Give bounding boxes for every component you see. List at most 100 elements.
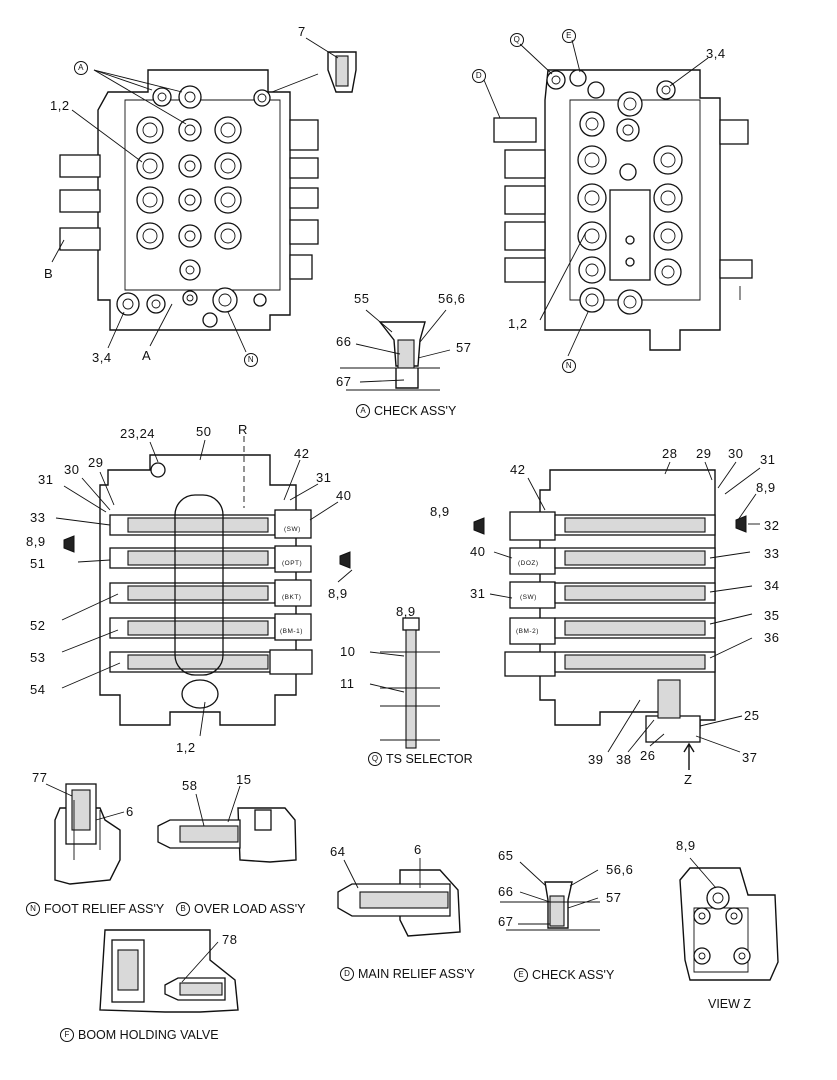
callout-51: 51	[30, 556, 46, 571]
caption-marker: Q	[368, 752, 382, 766]
callout-42: 42	[294, 446, 310, 461]
callout-36: 36	[764, 630, 780, 645]
check-assembly-a-detail	[340, 309, 451, 391]
callout-53: 53	[30, 650, 46, 665]
spool-tag-opt: (OPT)	[282, 560, 303, 567]
callout-ts-8-9: 8,9	[396, 604, 416, 619]
callout-6: 6	[126, 804, 134, 819]
callout-31: 31	[316, 470, 332, 485]
callout-view-z-8-9: 8,9	[676, 838, 696, 853]
callout-top-right-circle-q: Q	[510, 30, 524, 47]
callout-52: 52	[30, 618, 46, 633]
callout-64: 64	[330, 844, 346, 859]
callout-38: 38	[616, 752, 632, 767]
caption-text: OVER LOAD ASS'Y	[194, 902, 306, 916]
caption-marker: D	[340, 967, 354, 981]
callout-letter-marker: E	[562, 29, 576, 43]
callout-letter-marker: N	[244, 353, 258, 367]
caption-marker: N	[26, 902, 40, 916]
ts-selector-detail	[369, 617, 440, 749]
callout-top-right-1-2: 1,2	[508, 316, 528, 331]
caption-text: VIEW Z	[708, 997, 752, 1011]
callout-66: 66	[336, 334, 352, 349]
callout-39: 39	[588, 752, 604, 767]
callout-10: 10	[340, 644, 356, 659]
valve-rear-view-right	[483, 39, 753, 357]
callout-29: 29	[696, 446, 712, 461]
callout-78: 78	[222, 932, 238, 947]
callout-67: 67	[336, 374, 352, 389]
callout-25: 25	[744, 708, 760, 723]
callout-56-6: 56,6	[438, 291, 466, 306]
callout-15: 15	[236, 772, 252, 787]
callout-30: 30	[728, 446, 744, 461]
callout-55: 55	[354, 291, 370, 306]
callout-top-right-circle-e: E	[562, 26, 576, 43]
callout-65: 65	[498, 848, 514, 863]
callout-8-9: 8,9	[328, 586, 348, 601]
callout-26: 26	[640, 748, 656, 763]
callout-8-9: 8,9	[26, 534, 46, 549]
caption-marker: A	[356, 404, 370, 418]
caption-text: FOOT RELIEF ASS'Y	[44, 902, 165, 916]
spool-tag-sw: (SW)	[520, 594, 537, 601]
callout-58: 58	[182, 778, 198, 793]
callout-31: 31	[470, 586, 486, 601]
callout-40: 40	[470, 544, 486, 559]
caption-view-z: VIEW Z	[708, 997, 751, 1011]
callout-letter-marker: D	[472, 69, 486, 83]
spool-tag-sw: (SW)	[284, 526, 301, 533]
caption-check-assy-e: E CHECK ASS'Y	[514, 968, 614, 982]
callout-33: 33	[764, 546, 780, 561]
foot-relief-detail	[45, 783, 125, 885]
callout-8-9: 8,9	[756, 480, 776, 495]
spool-tag-bm1: (BM-1)	[280, 628, 303, 635]
callout-50: 50	[196, 424, 212, 439]
callout-b: B	[44, 266, 54, 281]
callout-77: 77	[32, 770, 48, 785]
caption-marker: E	[514, 968, 528, 982]
caption-text: CHECK ASS'Y	[532, 968, 615, 982]
callout-letter-marker: N	[562, 359, 576, 373]
callout-top-left-circle-a: A	[74, 58, 88, 75]
spool-tag-bm2: (BM-2)	[516, 628, 539, 635]
check-assembly-e-detail	[500, 861, 600, 931]
boom-holding-detail	[99, 929, 239, 1013]
callout-66: 66	[498, 884, 514, 899]
callout-letter-marker: A	[74, 61, 88, 75]
callout-6: 6	[414, 842, 422, 857]
callout-28: 28	[662, 446, 678, 461]
callout-30: 30	[64, 462, 80, 477]
spool-tag-doz: (DOZ)	[518, 560, 539, 567]
valve-front-view-left	[51, 37, 357, 353]
callout-33: 33	[30, 510, 46, 525]
callout-54: 54	[30, 682, 46, 697]
main-relief-detail	[337, 858, 461, 937]
view-z-detail	[679, 857, 779, 981]
callout-top-right-3-4: 3,4	[706, 46, 726, 61]
callout-8-9: 8,9	[430, 504, 450, 519]
callout-top-left-circle-n: N	[244, 350, 258, 367]
callout-1-2: 1,2	[176, 740, 196, 755]
caption-foot-relief: N FOOT RELIEF ASS'Y	[26, 902, 164, 916]
callout-23-24: 23,24	[120, 426, 156, 441]
valve-section-left	[55, 436, 353, 737]
callout-35: 35	[764, 608, 780, 623]
callout-67: 67	[498, 914, 514, 929]
callout-r: R	[238, 422, 248, 437]
callout-31: 31	[760, 452, 776, 467]
callout-42: 42	[510, 462, 526, 477]
callout-57: 57	[456, 340, 472, 355]
callout-56-6: 56,6	[606, 862, 634, 877]
callout-a: A	[142, 348, 152, 363]
callout-31: 31	[38, 472, 54, 487]
callout-57: 57	[606, 890, 622, 905]
callout-29: 29	[88, 455, 104, 470]
callout-34: 34	[764, 578, 780, 593]
